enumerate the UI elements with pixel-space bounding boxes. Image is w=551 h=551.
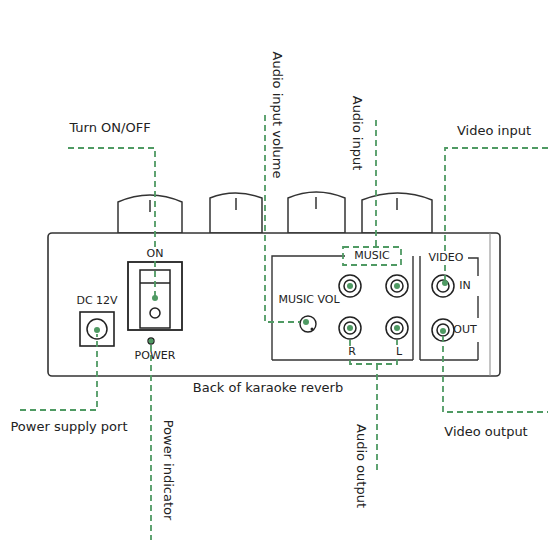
panel-label: VIDEO (427, 252, 466, 264)
panel-label: L (394, 346, 404, 358)
callout-label: Power supply port (10, 420, 127, 434)
panel-label: POWER (135, 350, 176, 362)
panel-label: R (346, 346, 358, 358)
callout-label: Turn ON/OFF (69, 121, 150, 135)
callout-label: Audio input (350, 96, 364, 171)
panel-label: ON (145, 248, 166, 260)
panel-label: OUT (453, 324, 476, 336)
caption: Back of karaoke reverb (193, 381, 343, 395)
callout-label: Video output (444, 425, 527, 439)
callout-label: Power indicator (161, 420, 175, 521)
panel-label: DC 12V (76, 295, 117, 307)
callout-label: Audio output (354, 424, 368, 508)
panel-label: MUSIC VOL (278, 294, 339, 306)
callout-label: Audio input volume (270, 52, 284, 179)
panel-label: IN (459, 280, 470, 292)
callout-label: Video input (457, 124, 531, 138)
panel-label: MUSIC (352, 250, 391, 262)
